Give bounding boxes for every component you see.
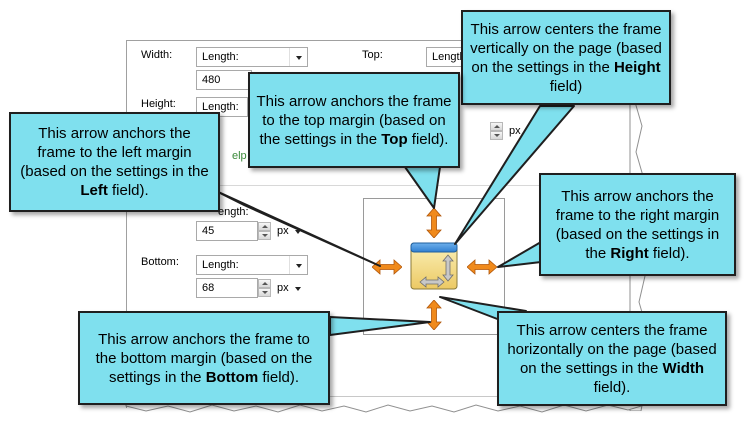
left-unit-value: px [277, 225, 289, 237]
anchor-top-arrow-icon[interactable] [426, 208, 442, 238]
callout-text: This arrow anchors the frame to the righ… [555, 187, 720, 262]
callout-text: field) [549, 77, 583, 95]
width-type-select[interactable]: Length: [196, 47, 308, 67]
callout-text: field). [648, 244, 690, 262]
spin-up-icon[interactable] [258, 222, 271, 231]
frame-center-icon[interactable] [410, 242, 458, 290]
callout-bottom-anchor: This arrow anchors the frame to the bott… [78, 311, 330, 405]
callout-text: field). [407, 130, 449, 148]
callout-text: field). [107, 182, 149, 199]
spin-up-icon[interactable] [258, 279, 271, 288]
callout-field-name: Top [381, 130, 408, 148]
width-type-value: Length: [202, 51, 239, 63]
help-link[interactable]: elp [232, 150, 247, 162]
callout-text: field). [593, 378, 631, 396]
bottom-value-text: 68 [202, 282, 215, 294]
bottom-unit-value: px [277, 282, 289, 294]
callout-text: This arrow centers the frame horizontall… [507, 321, 717, 377]
width-label: Width: [141, 49, 173, 61]
width-value-text: 480 [202, 74, 221, 86]
callout-text: This arrow centers the frame vertically … [470, 20, 662, 76]
left-unit-select[interactable]: px [272, 221, 306, 241]
bottom-spinner[interactable] [258, 279, 271, 297]
top-label: Top: [362, 49, 383, 61]
top-unit-select[interactable]: px [504, 121, 526, 141]
bottom-unit-select[interactable]: px [272, 278, 306, 298]
spin-down-icon[interactable] [490, 131, 503, 140]
top-unit-value: px [509, 125, 521, 137]
top-spinner[interactable] [490, 122, 503, 140]
left-type-label: ength: [218, 206, 249, 218]
bottom-type-select[interactable]: Length: [196, 255, 308, 275]
callout-left-anchor: This arrow anchors the frame to the left… [9, 112, 220, 212]
left-value-text: 45 [202, 225, 215, 237]
callout-text: This arrow anchors the frame to the bott… [95, 330, 313, 386]
anchor-bottom-arrow-icon[interactable] [426, 300, 442, 330]
chevron-down-icon [289, 256, 307, 274]
anchor-left-arrow-icon[interactable] [372, 259, 402, 275]
callout-center-horizontal: This arrow centers the frame horizontall… [497, 311, 727, 406]
chevron-down-icon [292, 279, 304, 297]
callout-field-name: Height [613, 58, 661, 76]
callout-field-name: Width [662, 359, 705, 377]
callout-right-anchor: This arrow anchors the frame to the righ… [539, 173, 736, 276]
anchor-right-arrow-icon[interactable] [467, 259, 497, 275]
callout-field-name: Right [610, 244, 649, 262]
top-type-value: Length: [432, 51, 469, 63]
bottom-label: Bottom: [141, 256, 179, 268]
callout-top-anchor: This arrow anchors the frame to the top … [248, 72, 460, 168]
left-spinner[interactable] [258, 222, 271, 240]
height-label: Height: [141, 98, 176, 110]
callout-field-name: Bottom [205, 368, 259, 386]
chevron-down-icon [292, 222, 304, 240]
width-value-input[interactable]: 480 [196, 70, 252, 90]
spin-up-icon[interactable] [490, 122, 503, 131]
callout-text: This arrow anchors the frame to the top … [256, 92, 452, 148]
callout-center-vertical: This arrow centers the frame vertically … [461, 10, 671, 105]
top-type-select[interactable]: Length: [426, 47, 469, 67]
spin-down-icon[interactable] [258, 231, 271, 240]
section-divider [128, 185, 642, 186]
callout-field-name: Left [80, 182, 108, 199]
chevron-down-icon [289, 48, 307, 66]
bottom-value-input[interactable]: 68 [196, 278, 258, 298]
height-type-value: Length: [202, 101, 239, 113]
left-value-input[interactable]: 45 [196, 221, 258, 241]
callout-text: field). [258, 368, 300, 386]
callout-text: This arrow anchors the frame to the left… [20, 125, 209, 180]
spin-down-icon[interactable] [258, 288, 271, 297]
bottom-type-value: Length: [202, 259, 239, 271]
